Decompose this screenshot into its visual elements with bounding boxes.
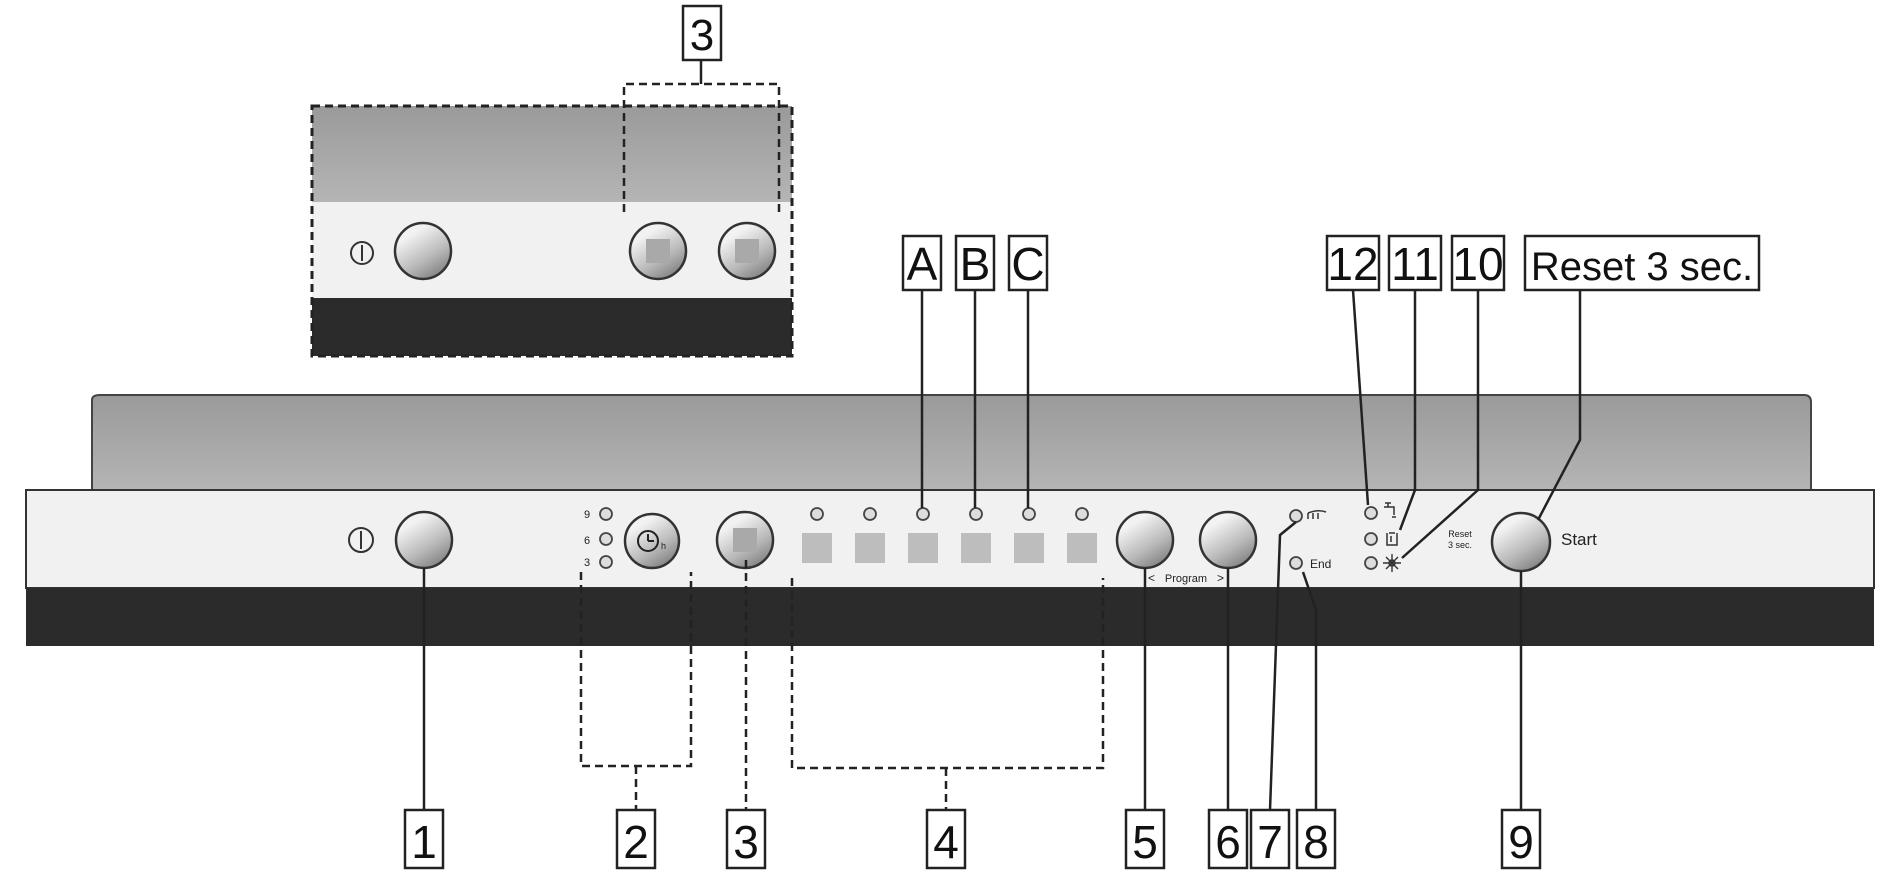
delay-led-3 [600,556,612,568]
delay-led-6 [600,533,612,545]
option-button-square [733,528,757,552]
delay-led-9 [600,508,612,520]
inset-power-button[interactable] [395,223,451,279]
callout-bottom-3: 3 [733,816,759,868]
end-label: End [1310,557,1331,571]
start-label: Start [1561,530,1597,549]
inset-base [312,298,792,356]
program-label: Program [1165,573,1207,585]
program-led [1023,508,1035,520]
program-led [917,508,929,520]
end-led [1290,557,1302,569]
inset-cover [312,106,792,202]
start-button[interactable] [1492,513,1550,571]
callout-bottom-9: 9 [1508,816,1534,868]
power-button[interactable] [396,512,452,568]
panel-base [26,588,1874,646]
program-prev-button[interactable] [1117,512,1173,568]
delay-level-6: 6 [584,535,590,547]
salt-led [1365,533,1377,545]
program-symbol-square [1014,533,1044,563]
inset-button-left-square [646,239,670,263]
program-led [864,508,876,520]
callout-top-a: A [907,238,938,290]
program-symbol-square [1067,533,1097,563]
callout-bottom-7: 7 [1257,816,1283,868]
rinse-aid-led [1365,507,1377,519]
panel-cover [92,395,1811,492]
program-symbol-square [961,533,991,563]
reset-label-line1: Reset [1448,529,1472,539]
program-led [811,508,823,520]
program-prev-arrow: < [1148,571,1155,585]
callout-top-c: C [1011,238,1044,290]
program-symbol-square [908,533,938,563]
program-led [970,508,982,520]
callout-top-12: 12 [1327,238,1378,290]
callout-top-10: 10 [1452,238,1503,290]
callout-top-reset-3-sec-: Reset 3 sec. [1531,245,1753,289]
delay-unit-label: h [661,541,666,551]
callout-bottom-6: 6 [1215,816,1241,868]
program-next-arrow: > [1217,571,1224,585]
drying-led [1290,510,1302,522]
callout-bottom-2: 2 [623,816,649,868]
delay-level-3: 3 [584,557,590,569]
inset-callout-3: 3 [690,11,714,60]
callout-bottom-4: 4 [933,816,959,868]
callout-top-11: 11 [1391,238,1439,290]
program-symbol-square [855,533,885,563]
callout-bottom-5: 5 [1132,816,1158,868]
main-panel: 9 6 3 h < Program > End [26,395,1874,646]
callout-bottom-1: 1 [411,816,437,868]
reset-label-line2: 3 sec. [1448,540,1472,550]
program-next-button[interactable] [1200,512,1256,568]
inset-button-right-square [735,239,759,263]
program-symbol-square [802,533,832,563]
sun-led [1365,557,1377,569]
callout-bottom-8: 8 [1303,816,1329,868]
program-led [1076,508,1088,520]
delay-level-9: 9 [584,509,590,521]
inset-panel: 3 [312,6,792,356]
callout-top-b: B [960,238,991,290]
